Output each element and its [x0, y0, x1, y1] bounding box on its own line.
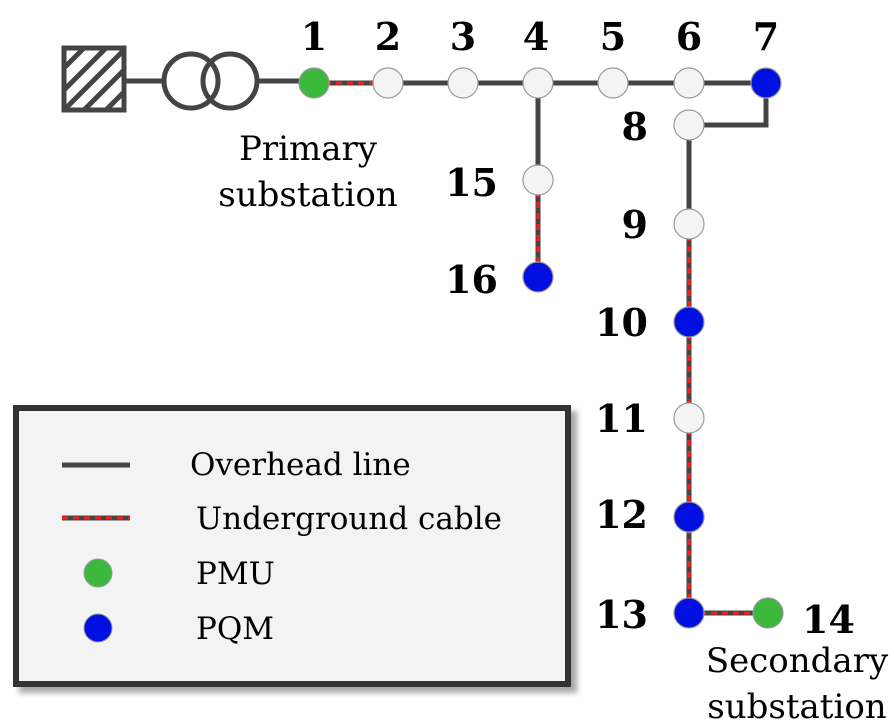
legend-overhead-line-label: Overhead line [190, 447, 411, 483]
bus-label-15: 15 [445, 160, 498, 205]
bus-node-4 [522, 67, 554, 99]
legend: Overhead line Underground cable PMU PQM [13, 405, 571, 687]
bus-label-10: 10 [595, 300, 648, 345]
legend-pmu-label: PMU [196, 556, 275, 592]
bus-node-5 [597, 67, 629, 99]
bus-label-4: 4 [523, 14, 549, 59]
bus-node-6 [673, 67, 705, 99]
bus-label-2: 2 [375, 14, 401, 59]
bus-node-14-pmu [752, 597, 784, 629]
legend-pqm-label: PQM [196, 611, 274, 647]
primary-substation-caption-line2: substation [218, 175, 397, 215]
bus-label-12: 12 [595, 492, 648, 537]
bus-label-6: 6 [676, 14, 702, 59]
bus-node-16-pqm [522, 261, 554, 293]
legend-pqm-symbol [83, 613, 113, 643]
bus-label-3: 3 [450, 14, 476, 59]
bus-label-5: 5 [600, 14, 626, 59]
bus-node-12-pqm [673, 501, 705, 533]
bus-node-1-pmu [298, 67, 330, 99]
bus-label-11: 11 [595, 396, 648, 441]
hatched-square-icon [61, 45, 127, 113]
bus-label-1: 1 [301, 14, 327, 59]
legend-underground-cable-label: Underground cable [196, 501, 502, 537]
bus-node-13-pqm [673, 597, 705, 629]
bus-label-14: 14 [802, 597, 855, 642]
transformer-icon [161, 51, 260, 111]
bus-label-9: 9 [622, 202, 648, 247]
secondary-substation-caption-line2: substation [707, 687, 886, 724]
legend-pmu-symbol [83, 558, 113, 588]
bus-label-16: 16 [445, 257, 498, 302]
bus-label-7: 7 [753, 14, 779, 59]
bus-node-15 [522, 164, 554, 196]
bus-nodes [298, 67, 784, 629]
bus-node-3 [447, 67, 479, 99]
bus-node-2 [372, 67, 404, 99]
bus-node-7-pqm [750, 67, 782, 99]
bus-node-9 [673, 208, 705, 240]
secondary-substation-caption-line1: Secondary [706, 641, 889, 681]
bus-node-10-pqm [673, 306, 705, 338]
bus-label-8: 8 [622, 104, 648, 149]
bus-node-11 [673, 402, 705, 434]
bus-label-13: 13 [595, 592, 648, 637]
primary-substation-caption-line1: Primary [239, 129, 378, 169]
bus-node-8 [673, 109, 705, 141]
